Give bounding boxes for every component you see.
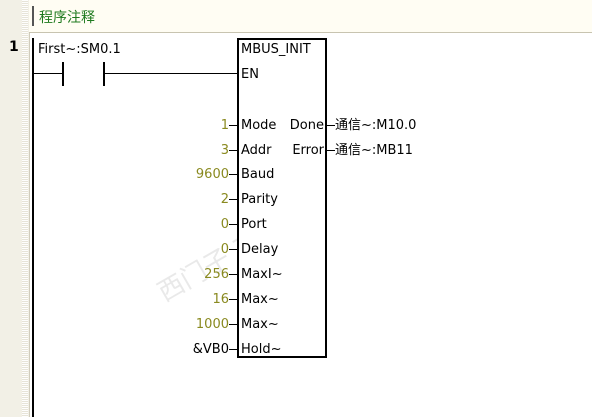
input-wire bbox=[229, 324, 237, 325]
input-pin-label: Max~ bbox=[241, 292, 279, 307]
rung-wire-right bbox=[105, 73, 237, 74]
input-pin-label: Mode bbox=[241, 118, 277, 133]
input-wire bbox=[229, 199, 237, 200]
input-wire bbox=[229, 174, 237, 175]
contact-right-bar bbox=[103, 62, 105, 86]
gutter-strip bbox=[22, 0, 28, 417]
input-value[interactable]: 3 bbox=[220, 143, 229, 158]
left-gutter bbox=[0, 0, 30, 417]
input-pin-label: Addr bbox=[241, 143, 272, 158]
input-wire bbox=[229, 349, 237, 350]
network-number[interactable]: 1 bbox=[9, 39, 19, 55]
input-wire bbox=[229, 299, 237, 300]
input-value[interactable]: &VB0 bbox=[192, 342, 229, 357]
input-pin-label: Max~ bbox=[241, 317, 279, 332]
output-value[interactable]: 通信~:M10.0 bbox=[335, 118, 417, 133]
input-value[interactable]: 2 bbox=[220, 192, 229, 207]
input-pin-label: Baud bbox=[241, 167, 275, 182]
output-pin-label: Done bbox=[289, 118, 324, 133]
rung-wire-left bbox=[34, 73, 62, 74]
block-title: MBUS_INIT bbox=[241, 42, 311, 57]
input-pin-label: Delay bbox=[241, 242, 279, 257]
input-value[interactable]: 16 bbox=[212, 292, 229, 307]
program-comment-title[interactable]: 程序注释 bbox=[39, 10, 95, 26]
input-value[interactable]: 1 bbox=[220, 118, 229, 133]
input-wire bbox=[229, 224, 237, 225]
output-wire bbox=[327, 150, 335, 151]
input-wire bbox=[229, 274, 237, 275]
output-wire bbox=[327, 125, 335, 126]
program-comment-bar[interactable]: 程序注释 bbox=[29, 0, 592, 33]
power-rail bbox=[32, 38, 34, 417]
input-pin-label: MaxI~ bbox=[241, 267, 283, 282]
contact-label[interactable]: First~:SM0.1 bbox=[38, 42, 121, 57]
output-pin-label: Error bbox=[292, 143, 324, 158]
mbus-init-block[interactable] bbox=[237, 38, 327, 358]
input-pin-label: Parity bbox=[241, 192, 278, 207]
input-value[interactable]: 0 bbox=[220, 242, 229, 257]
input-wire bbox=[229, 150, 237, 151]
output-value[interactable]: 通信~:MB11 bbox=[335, 143, 413, 158]
input-wire bbox=[229, 249, 237, 250]
input-value[interactable]: 256 bbox=[204, 267, 229, 282]
input-pin-label: Hold~ bbox=[241, 342, 282, 357]
input-wire bbox=[229, 125, 237, 126]
input-value[interactable]: 1000 bbox=[195, 317, 229, 332]
en-pin-label: EN bbox=[241, 67, 259, 82]
contact-left-bar bbox=[62, 62, 64, 86]
input-pin-label: Port bbox=[241, 217, 267, 232]
input-value[interactable]: 0 bbox=[220, 217, 229, 232]
input-value[interactable]: 9600 bbox=[195, 167, 229, 182]
